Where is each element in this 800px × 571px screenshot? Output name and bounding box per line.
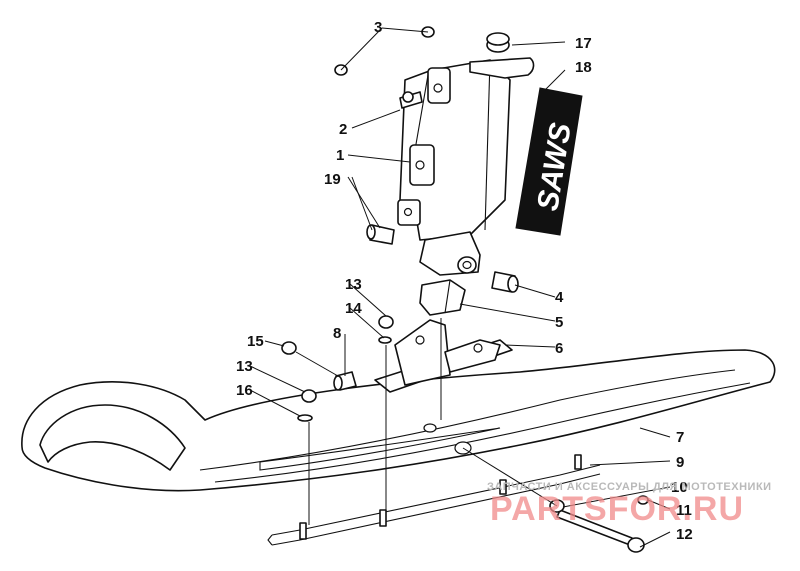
callout-13b: 13 [236, 358, 253, 375]
nut-13b [301, 389, 317, 403]
bolt-12 [556, 509, 645, 553]
callout-8: 8 [333, 325, 341, 342]
watermark-tagline: ЗАПЧАСТИ И АКСЕССУАРЫ ДЛЯ МОТОТЕХНИКИ [487, 481, 772, 493]
callout-5: 5 [555, 314, 563, 331]
washer-16 [297, 414, 313, 422]
rubber-pad [419, 279, 466, 316]
callout-15: 15 [247, 333, 264, 350]
assembly-lines [308, 318, 558, 525]
saws-decal: SAWS [515, 87, 583, 236]
washer-14 [378, 336, 392, 344]
watermark-brand: PARTSFOR.RU [490, 490, 744, 528]
callout-3a: 3 [374, 19, 382, 36]
wear-bar [267, 454, 601, 546]
bushing-19 [366, 224, 395, 245]
callout-6: 6 [555, 340, 563, 357]
spindle-housing [397, 59, 511, 241]
callout-2: 2 [339, 121, 347, 138]
callout-13a: 13 [345, 276, 362, 293]
ski-saddle [374, 319, 513, 393]
callout-16: 16 [236, 382, 253, 399]
callout-10: 10 [671, 479, 688, 496]
bolt-2 [399, 91, 423, 109]
nut-15 [281, 341, 297, 355]
top-cap [469, 32, 535, 79]
callout-7: 7 [676, 429, 684, 446]
spindle-foot [419, 231, 481, 276]
callout-12: 12 [676, 526, 693, 543]
callout-14: 14 [345, 300, 362, 317]
bushing-4 [491, 271, 519, 293]
ski [21, 349, 776, 492]
callout-9: 9 [676, 454, 684, 471]
callout-19: 19 [324, 171, 341, 188]
callout-18: 18 [575, 59, 592, 76]
leader-lines [249, 27, 671, 548]
callout-11: 11 [676, 502, 692, 519]
callout-4: 4 [555, 289, 564, 306]
callout-1: 1 [336, 147, 344, 164]
callout-17: 17 [575, 35, 592, 52]
nut-13a [378, 315, 394, 329]
callout-labels: 3 2 1 19 17 18 4 5 6 13 14 8 15 13 16 7 … [236, 19, 693, 543]
watermark: ЗАПЧАСТИ И АКСЕССУАРЫ ДЛЯ МОТОТЕХНИКИ PA… [487, 481, 772, 528]
